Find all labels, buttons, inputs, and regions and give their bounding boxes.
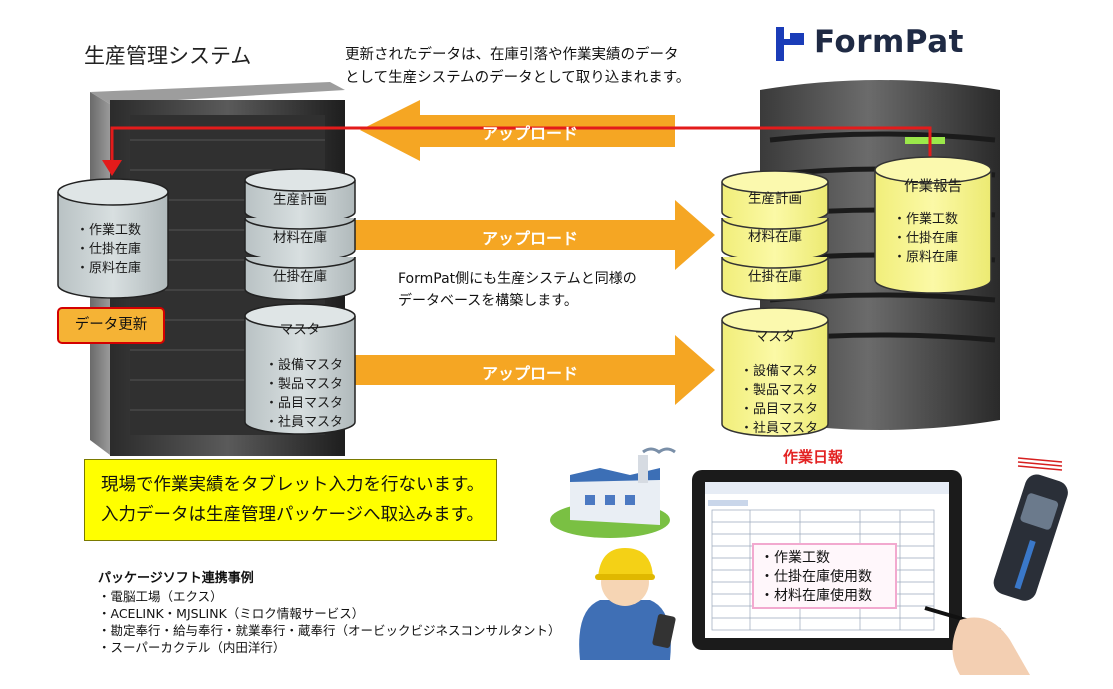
list-item: ・仕掛在庫使用数 xyxy=(760,569,872,585)
left-master-title: マスタ xyxy=(279,322,321,338)
factory-icon xyxy=(550,447,676,538)
list-item: ・製品マスタ xyxy=(265,377,344,392)
top-note: 更新されたデータは、在庫引落や作業実績のデータ として生産システムのデータとして… xyxy=(345,44,725,90)
right-stack-label-material: 材料在庫 xyxy=(748,229,802,245)
left-data-list: ・作業工数 ・仕掛在庫 ・原料在庫 xyxy=(76,221,141,278)
right-master-list: ・設備マスタ ・製品マスタ ・品目マスタ ・社員マスタ xyxy=(740,362,818,438)
left-stack-label-material: 材料在庫 xyxy=(273,230,327,246)
integration-cases: パッケージソフト連携事例 ・電脳工場（エクス） ・ACELINK・MJSLINK… xyxy=(98,570,561,656)
list-item: ・仕掛在庫 xyxy=(76,242,142,257)
feedback-arrowhead xyxy=(102,160,122,176)
upload-arrow-bottom xyxy=(340,335,715,405)
left-master-list: ・設備マスタ ・製品マスタ ・品目マスタ ・社員マスタ xyxy=(265,356,343,432)
upload-label-middle: アップロード xyxy=(481,229,578,248)
daily-report-overlay: ・作業工数 ・仕掛在庫使用数 ・材料在庫使用数 xyxy=(752,543,897,609)
left-stack-label-wip: 仕掛在庫 xyxy=(273,269,327,285)
list-item: ・作業工数 xyxy=(760,550,830,566)
list-item: ・設備マスタ xyxy=(265,358,344,373)
left-stack-label-plan: 生産計画 xyxy=(273,192,327,208)
list-item: ・品目マスタ xyxy=(265,396,344,411)
list-item: ・作業工数 xyxy=(893,212,959,227)
list-item: ・社員マスタ xyxy=(740,421,819,436)
data-update-button[interactable]: データ更新 xyxy=(57,307,165,344)
right-stack-label-wip: 仕掛在庫 xyxy=(748,269,802,285)
list-item: ・原料在庫 xyxy=(76,261,142,276)
list-item: ・設備マスタ xyxy=(740,364,819,379)
right-stack-label-plan: 生産計画 xyxy=(748,191,802,207)
top-note-line: 更新されたデータは、在庫引落や作業実績のデータ xyxy=(345,47,679,63)
daily-report-title: 作業日報 xyxy=(783,448,844,466)
right-master-cylinder xyxy=(721,307,829,437)
list-item: ・ACELINK・MJSLINK（ミロク情報サービス） xyxy=(98,606,365,621)
left-data-cylinder xyxy=(57,178,169,299)
upload-label-bottom: アップロード xyxy=(481,364,578,383)
cases-heading: パッケージソフト連携事例 xyxy=(98,571,254,586)
list-item: ・作業工数 xyxy=(76,223,142,238)
middle-note-line: データベースを構築します。 xyxy=(398,293,578,309)
report-title: 作業報告 xyxy=(904,179,962,195)
report-list: ・作業工数 ・仕掛在庫 ・原料在庫 xyxy=(893,210,958,267)
report-cylinder xyxy=(874,156,992,294)
feedback-line xyxy=(110,126,932,165)
hand-pen-icon xyxy=(924,606,1030,675)
formpat-logo-icon xyxy=(776,27,804,61)
barcode-scanner-icon xyxy=(993,457,1068,601)
list-item: ・勘定奉行・給与奉行・就業奉行・蔵奉行（オービックビジネスコンサルタント） xyxy=(98,623,561,638)
right-master-title: マスタ xyxy=(754,329,796,345)
top-note-line: として生産システムのデータとして取り込まれます。 xyxy=(345,70,691,86)
list-item: ・社員マスタ xyxy=(265,415,344,430)
list-item: ・原料在庫 xyxy=(893,250,959,265)
left-system-title: 生産管理システム xyxy=(84,44,252,68)
info-line: 入力データは生産管理パッケージへ取込みます。 xyxy=(101,505,484,525)
left-stack-cylinders xyxy=(244,168,356,301)
middle-note-line: FormPat側にも生産システムと同様の xyxy=(398,271,637,287)
left-master-cylinder xyxy=(244,303,356,435)
worker-icon xyxy=(579,548,676,660)
brand-name: FormPat xyxy=(814,24,964,60)
info-line: 現場で作業実績をタブレット入力を行ないます。 xyxy=(101,475,485,495)
right-stack-cylinders xyxy=(721,170,829,301)
middle-note: FormPat側にも生産システムと同様の データベースを構築します。 xyxy=(398,268,698,312)
upload-label-top: アップロード xyxy=(481,124,578,143)
list-item: ・材料在庫使用数 xyxy=(760,588,872,604)
upload-arrow-top xyxy=(360,100,675,161)
list-item: ・仕掛在庫 xyxy=(893,231,959,246)
list-item: ・品目マスタ xyxy=(740,402,819,417)
upload-arrow-middle xyxy=(340,200,715,270)
tablet-info-box: 現場で作業実績をタブレット入力を行ないます。 入力データは生産管理パッケージへ取… xyxy=(84,459,497,541)
list-item: ・製品マスタ xyxy=(740,383,819,398)
list-item: ・スーパーカクテル（内田洋行） xyxy=(98,640,286,655)
list-item: ・電脳工場（エクス） xyxy=(98,589,223,604)
